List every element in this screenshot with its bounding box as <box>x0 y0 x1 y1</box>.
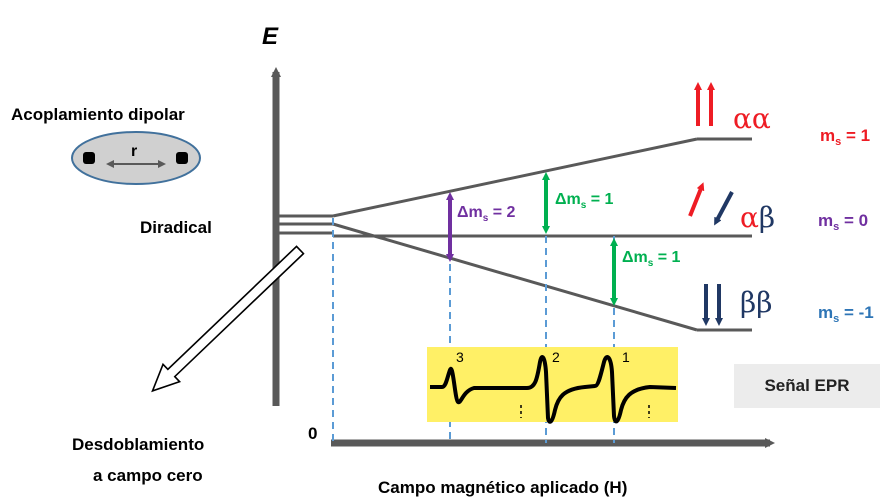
transition-label-dms1-high: Δms = 1 <box>555 191 614 211</box>
energy-axis-label: E <box>262 23 279 50</box>
epr-signal-background <box>427 347 678 422</box>
diradical-ellipse <box>71 131 201 185</box>
zero-field-splitting-arrow <box>151 245 305 393</box>
state-label-beta-beta: ββ <box>740 286 772 319</box>
zero-field-splitting-label-1: Desdoblamiento <box>72 435 204 454</box>
transition-label-dms2: Δms = 2 <box>457 204 516 224</box>
state-label-alpha-alpha: αα <box>733 102 771 135</box>
diradical-label: Diradical <box>140 218 212 237</box>
epr-signal-label: Señal EPR <box>734 364 880 408</box>
spin-arrows-up-up <box>694 82 715 126</box>
distance-label: r <box>131 143 137 160</box>
epr-peak-label-1: 1 <box>622 349 630 365</box>
ms-label-plus-one: ms = 1 <box>820 126 870 148</box>
epr-peak-label-3: 3 <box>456 349 464 365</box>
spin-arrows-up-down <box>688 182 734 226</box>
epr-signal-trace <box>430 355 677 424</box>
field-axis-label: Campo magnético aplicado (H) <box>378 478 627 497</box>
spin-arrows-down-down <box>702 284 723 326</box>
dipolar-coupling-label: Acoplamiento dipolar <box>11 105 185 124</box>
level-alpha-alpha-slope <box>332 137 698 218</box>
level-beta-beta-slope <box>332 222 698 332</box>
origin-label: 0 <box>308 424 317 443</box>
ms-label-zero: ms = 0 <box>818 211 868 233</box>
state-label-alpha-beta: αβ <box>740 201 775 234</box>
ms-label-minus-one: ms = -1 <box>818 303 874 325</box>
epr-peak-label-2: 2 <box>552 349 560 365</box>
zero-field-splitting-label-2: a campo cero <box>93 466 203 485</box>
transition-label-dms1-low: Δms = 1 <box>622 249 681 269</box>
